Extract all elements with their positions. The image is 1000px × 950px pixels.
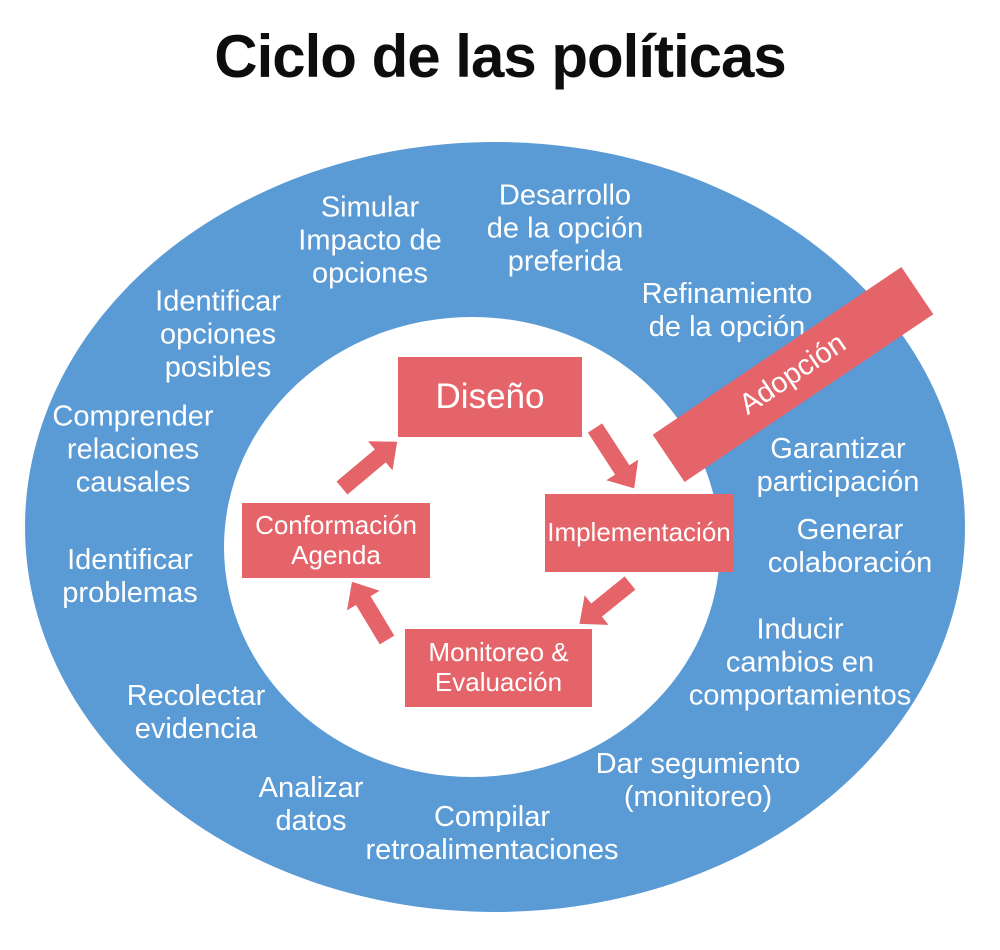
arrow-conformacion-to-diseno-icon [336,441,398,495]
ring-label-recolectar-evidencia: Recolectar evidencia [126,679,266,745]
ring-label-desarrollo-opcion: Desarrollo de la opción preferida [486,179,644,278]
ring-label-comprender-relaciones: Comprender relaciones causales [52,400,214,499]
page-title: Ciclo de las políticas [214,23,787,90]
ring-label-refinamiento-opcion: Refinamiento de la opción [641,277,813,343]
stage-box-diseno: Diseño [398,357,582,437]
arrow-implementacion-to-monitoreo-icon [579,576,636,625]
ring-label-inducir-cambios: Inducir cambios en comportamientos [688,613,912,712]
ring-label-dar-segumiento: Dar segumiento (monitoreo) [595,747,801,813]
arrow-diseno-to-implementacion-icon [587,423,639,489]
ring-label-generar-colaboracion: Generar colaboración [767,513,933,579]
stage-box-conformacion-agenda: Conformación Agenda [242,503,430,578]
ring-label-simular-impacto: Simular Impacto de opciones [298,191,442,290]
arrow-monitoreo-to-conformacion-icon [347,581,395,645]
stage-box-implementacion: Implementación [545,494,733,572]
ring-label-identificar-problemas: Identificar problemas [62,543,198,609]
ring-label-identificar-opciones: Identificar opciones posibles [155,285,281,384]
ring-label-analizar-datos: Analizar datos [258,771,364,837]
ring-label-garantizar-participacion: Garantizar participación [756,432,920,498]
ring-label-compilar-retroalimentaciones: Compilar retroalimentaciones [365,800,619,866]
stage-box-monitoreo-evaluacion: Monitoreo & Evaluación [405,629,592,707]
